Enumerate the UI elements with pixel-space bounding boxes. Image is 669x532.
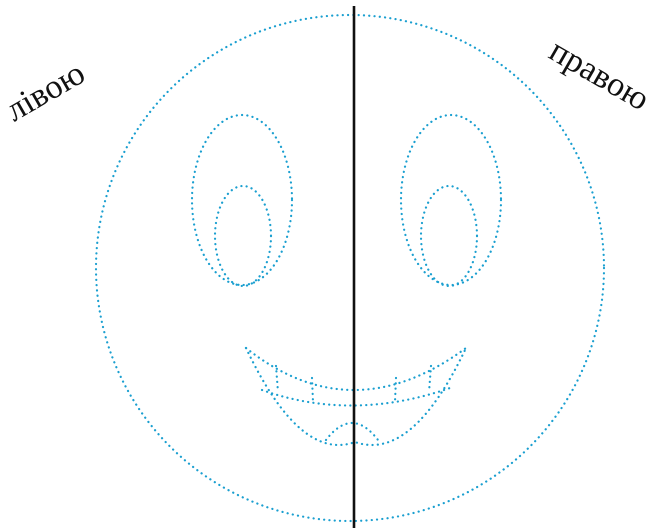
left-side-label: лівою xyxy=(0,55,91,129)
teeth-gumline xyxy=(262,388,450,406)
tooth-divider xyxy=(429,366,431,392)
mouth xyxy=(246,348,466,445)
right-eye xyxy=(401,115,501,286)
face-outline xyxy=(96,15,604,521)
tooth-divider xyxy=(395,378,396,402)
mouth-lower-lip xyxy=(246,348,466,445)
mouth-upper-lip xyxy=(246,348,466,390)
left-eye-outer xyxy=(192,115,292,285)
tooth-divider xyxy=(276,366,278,392)
left-eye xyxy=(192,115,292,286)
left-eye-pupil xyxy=(215,186,271,286)
right-side-label: правою xyxy=(543,32,655,118)
right-eye-outer xyxy=(401,115,501,285)
tooth-divider xyxy=(312,378,313,402)
tongue xyxy=(326,423,378,440)
right-eye-pupil xyxy=(421,186,477,286)
